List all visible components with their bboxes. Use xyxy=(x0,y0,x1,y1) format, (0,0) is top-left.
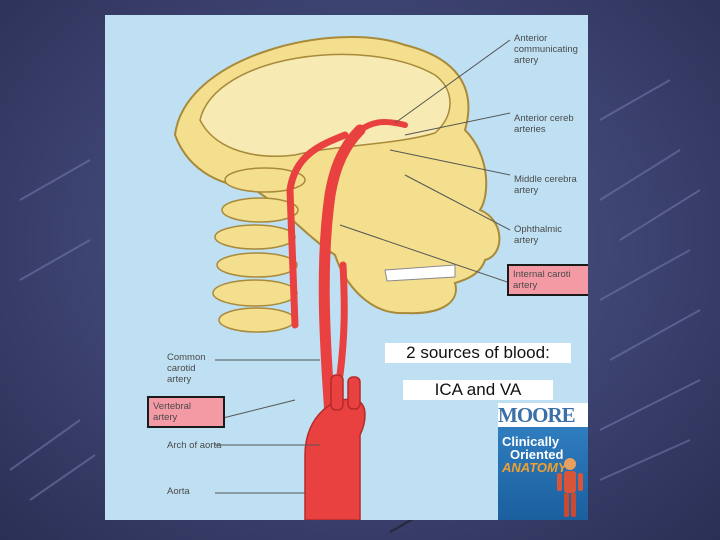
head-neck-arteries-illustration xyxy=(173,36,511,520)
carotid-arteries xyxy=(318,119,408,421)
book-cover: MOORE Clinically Oriented ANATOMY xyxy=(498,403,588,520)
caption-line-2: ICA and VA xyxy=(403,380,553,400)
label-arch-of-aorta: Arch of aorta xyxy=(167,440,222,451)
teeth xyxy=(384,264,456,282)
label-vertebral-artery: Vertebral artery xyxy=(147,396,225,428)
book-brand: MOORE xyxy=(498,403,576,427)
cervical-vertebrae xyxy=(212,167,306,333)
pointer-lines xyxy=(214,39,511,494)
arch-branches xyxy=(330,374,361,411)
label-ophthalmic-artery: Ophthalmic artery xyxy=(514,224,563,246)
book-cover-art: Clinically Oriented ANATOMY xyxy=(498,427,588,520)
anatomy-figure: Anterior communicating artery Anterior c… xyxy=(105,15,588,520)
cranial-cavity xyxy=(199,53,451,157)
book-title-line-2: Oriented xyxy=(510,447,564,462)
label-middle-cerebral-artery: Middle cerebra artery xyxy=(514,174,577,196)
book-title-line-1: Clinically xyxy=(502,434,560,449)
label-internal-carotid-artery: Internal caroti artery xyxy=(507,264,588,296)
anatomy-figure-icon xyxy=(557,458,583,517)
label-anterior-cerebral-arteries: Anterior cereb arteries xyxy=(514,113,574,135)
caption-line-1: 2 sources of blood: xyxy=(385,343,571,363)
label-common-carotid-artery: Common carotid artery xyxy=(167,352,206,385)
aortic-arch xyxy=(304,398,366,520)
label-anterior-communicating-artery: Anterior communicating artery xyxy=(514,33,578,66)
label-aorta: Aorta xyxy=(167,486,190,497)
vertebral-artery xyxy=(286,131,349,329)
book-title-line-3: ANATOMY xyxy=(502,460,567,475)
